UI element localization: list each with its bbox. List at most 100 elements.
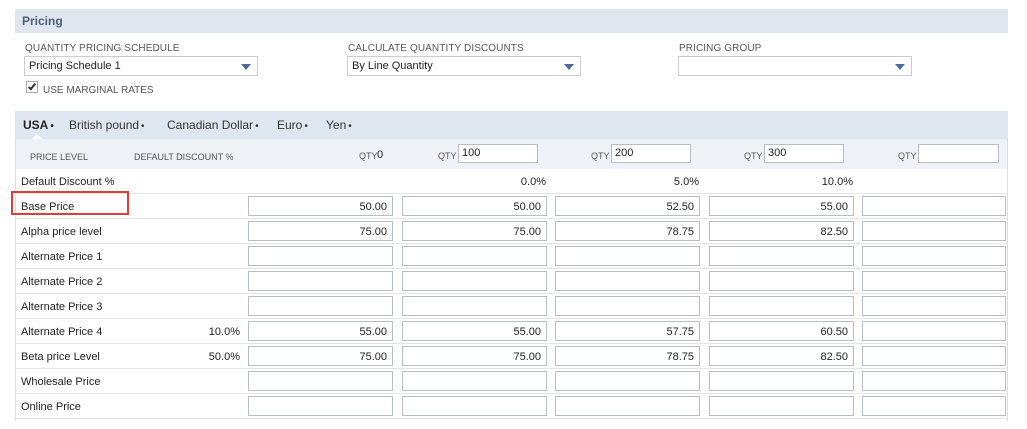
price-input[interactable] — [555, 296, 700, 316]
price-level-label: Alternate Price 3 — [21, 301, 103, 313]
calculate-quantity-discounts-value: By Line Quantity — [352, 60, 433, 72]
tab-canadian-dollar[interactable]: Canadian Dollar• — [167, 118, 259, 132]
tab-yen[interactable]: Yen• — [326, 118, 352, 132]
price-input[interactable] — [248, 371, 393, 391]
qty-input-2[interactable]: 200 — [611, 144, 691, 163]
price-level-label: Alternate Price 1 — [21, 251, 103, 263]
default-discount-value: 0.0% — [520, 176, 546, 188]
price-input[interactable] — [248, 246, 393, 266]
price-input[interactable] — [555, 246, 700, 266]
chevron-down-icon — [564, 64, 574, 70]
price-level-row: Alternate Price 4 10.0% 55.00 55.00 57.75 60.… — [16, 319, 1007, 344]
qty-input-1[interactable]: 100 — [458, 144, 538, 163]
price-level-label: Alpha price level — [21, 226, 102, 238]
default-discount-value: 5.0% — [673, 176, 699, 188]
pricing-group-label: PRICING GROUP — [679, 43, 762, 54]
calculate-quantity-discounts-select[interactable]: By Line Quantity — [347, 56, 581, 76]
calculate-quantity-discounts-label: CALCULATE QUANTITY DISCOUNTS — [348, 43, 524, 54]
price-input[interactable] — [555, 396, 700, 416]
chevron-down-icon — [895, 64, 905, 70]
price-input[interactable]: 55.00 — [709, 196, 854, 216]
price-level-label: Alternate Price 2 — [21, 276, 103, 288]
price-input[interactable] — [709, 396, 854, 416]
price-input[interactable]: 82.50 — [709, 221, 854, 241]
qty-input-value: 200 — [615, 147, 634, 159]
price-input[interactable] — [709, 271, 854, 291]
price-input[interactable] — [402, 396, 547, 416]
price-level-label: Wholesale Price — [21, 376, 101, 388]
price-input[interactable] — [862, 196, 1006, 216]
default-discount-cell: 10.0% — [208, 326, 240, 338]
price-input[interactable] — [402, 371, 547, 391]
row-label: Default Discount % — [21, 176, 115, 188]
qty-input-3[interactable]: 300 — [764, 144, 844, 163]
tab-british-pound[interactable]: British pound• — [69, 118, 145, 132]
currency-tabs: USA• British pound• Canadian Dollar• Eur… — [15, 111, 1008, 139]
default-discount-header: DEFAULT DISCOUNT % — [134, 152, 234, 162]
price-input[interactable]: 50.00 — [248, 196, 393, 216]
price-level-row: Wholesale Price — [16, 369, 1007, 394]
quantity-pricing-schedule-select[interactable]: Pricing Schedule 1 — [24, 56, 258, 76]
price-level-row: Alternate Price 3 — [16, 294, 1007, 319]
price-matrix-header: PRICE LEVEL DEFAULT DISCOUNT % QTY 0 QTY… — [16, 139, 1007, 169]
qty-input-4[interactable] — [918, 144, 999, 163]
price-input[interactable] — [862, 396, 1006, 416]
tab-usa[interactable]: USA• — [23, 118, 54, 132]
tab-label: Canadian Dollar — [167, 118, 254, 132]
price-input[interactable]: 57.75 — [555, 321, 700, 341]
price-level-row: Alternate Price 2 — [16, 269, 1007, 294]
price-input[interactable] — [248, 396, 393, 416]
price-input[interactable] — [248, 296, 393, 316]
price-level-label: Alternate Price 4 — [21, 326, 103, 338]
use-marginal-rates-checkbox[interactable] — [26, 81, 38, 93]
price-input[interactable]: 52.50 — [555, 196, 700, 216]
price-input[interactable]: 60.50 — [709, 321, 854, 341]
default-discount-value: 10.0% — [821, 176, 853, 188]
price-input[interactable]: 75.00 — [402, 346, 547, 366]
price-input[interactable]: 75.00 — [248, 346, 393, 366]
price-input[interactable] — [862, 221, 1006, 241]
price-matrix: PRICE LEVEL DEFAULT DISCOUNT % QTY 0 QTY… — [15, 139, 1008, 421]
price-level-label: Online Price — [21, 401, 81, 413]
price-input[interactable] — [862, 296, 1006, 316]
tab-label: British pound — [69, 118, 140, 132]
price-input[interactable] — [709, 246, 854, 266]
pricing-group-select[interactable] — [678, 56, 912, 76]
price-input[interactable] — [709, 371, 854, 391]
price-input[interactable] — [862, 321, 1006, 341]
pricing-section-header[interactable]: Pricing — [15, 9, 1008, 33]
qty-0-value: 0 — [377, 149, 384, 161]
price-input[interactable] — [555, 371, 700, 391]
price-input[interactable]: 75.00 — [248, 221, 393, 241]
price-input[interactable]: 55.00 — [402, 321, 547, 341]
price-input[interactable]: 50.00 — [402, 196, 547, 216]
price-level-label: Base Price — [21, 201, 75, 213]
checkmark-icon — [27, 81, 37, 91]
price-level-row: Alternate Price 1 — [16, 244, 1007, 269]
price-input[interactable] — [862, 271, 1006, 291]
tab-euro[interactable]: Euro• — [277, 118, 308, 132]
price-input[interactable]: 75.00 — [402, 221, 547, 241]
chevron-down-icon — [241, 64, 251, 70]
price-input[interactable] — [862, 246, 1006, 266]
price-input[interactable] — [862, 346, 1006, 366]
price-input[interactable]: 55.00 — [248, 321, 393, 341]
tab-label: USA — [23, 118, 49, 132]
qty-input-value: 100 — [462, 147, 481, 159]
price-input[interactable]: 78.75 — [555, 346, 700, 366]
qty-label: QTY — [438, 151, 457, 161]
price-level-label: Beta price Level — [21, 351, 100, 363]
price-input[interactable]: 82.50 — [709, 346, 854, 366]
highlight-annotation — [11, 191, 129, 215]
use-marginal-rates-label: USE MARGINAL RATES — [43, 85, 154, 96]
price-input[interactable] — [402, 296, 547, 316]
qty-input-value: 300 — [768, 147, 787, 159]
price-input[interactable] — [402, 271, 547, 291]
price-input[interactable]: 78.75 — [555, 221, 700, 241]
price-input[interactable] — [709, 296, 854, 316]
price-input[interactable] — [402, 246, 547, 266]
price-input[interactable] — [862, 371, 1006, 391]
price-input[interactable] — [555, 271, 700, 291]
price-input[interactable] — [248, 271, 393, 291]
